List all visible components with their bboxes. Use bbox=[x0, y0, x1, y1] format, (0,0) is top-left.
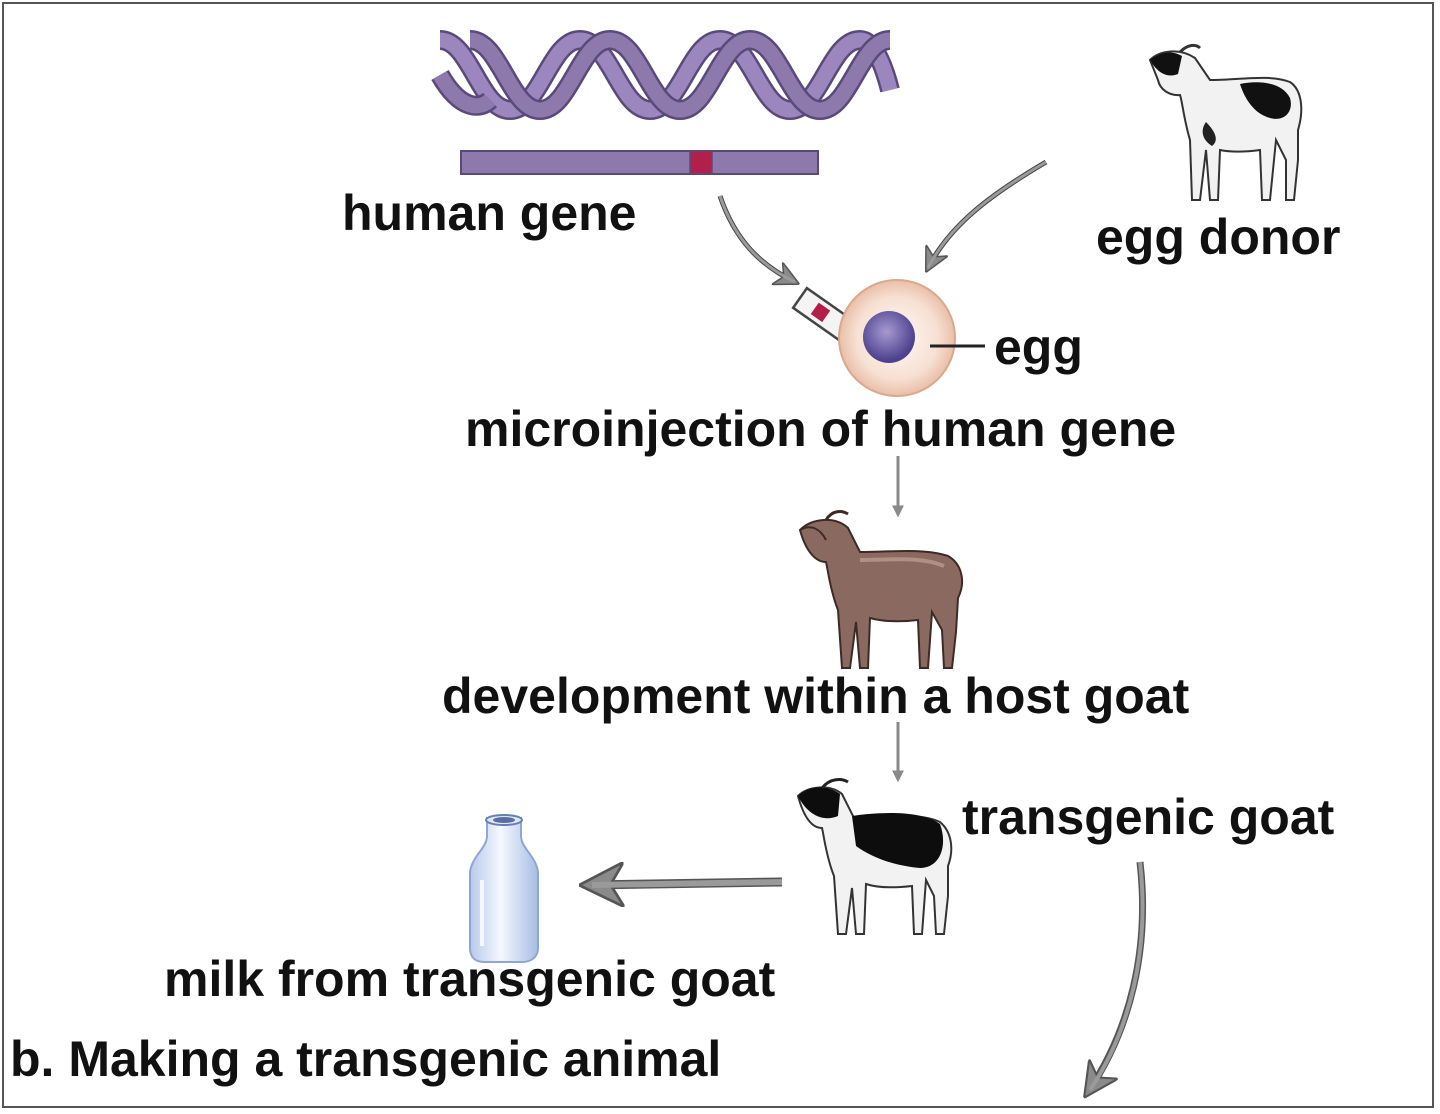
label-transgenic-goat: transgenic goat bbox=[962, 789, 1335, 845]
label-development: development within a host goat bbox=[442, 668, 1190, 724]
donor-to-egg-arrow bbox=[928, 159, 1048, 268]
dna-double-helix-icon bbox=[431, 29, 900, 121]
label-milk: milk from transgenic goat bbox=[164, 951, 776, 1007]
egg-cell-icon bbox=[838, 279, 985, 397]
milk-bottle-icon bbox=[469, 814, 539, 963]
white-black-goat-icon bbox=[1148, 43, 1303, 201]
label-human-gene: human gene bbox=[342, 185, 637, 241]
label-egg-donor: egg donor bbox=[1096, 209, 1341, 265]
black-white-goat-icon bbox=[796, 778, 953, 935]
gene-bar-icon bbox=[460, 150, 819, 175]
figure-caption: b. Making a transgenic animal bbox=[10, 1031, 722, 1087]
gene-to-egg-arrow bbox=[717, 195, 795, 282]
label-microinjection: microinjection of human gene bbox=[465, 401, 1177, 457]
label-egg: egg bbox=[994, 319, 1083, 375]
brown-goat-icon bbox=[798, 510, 964, 669]
